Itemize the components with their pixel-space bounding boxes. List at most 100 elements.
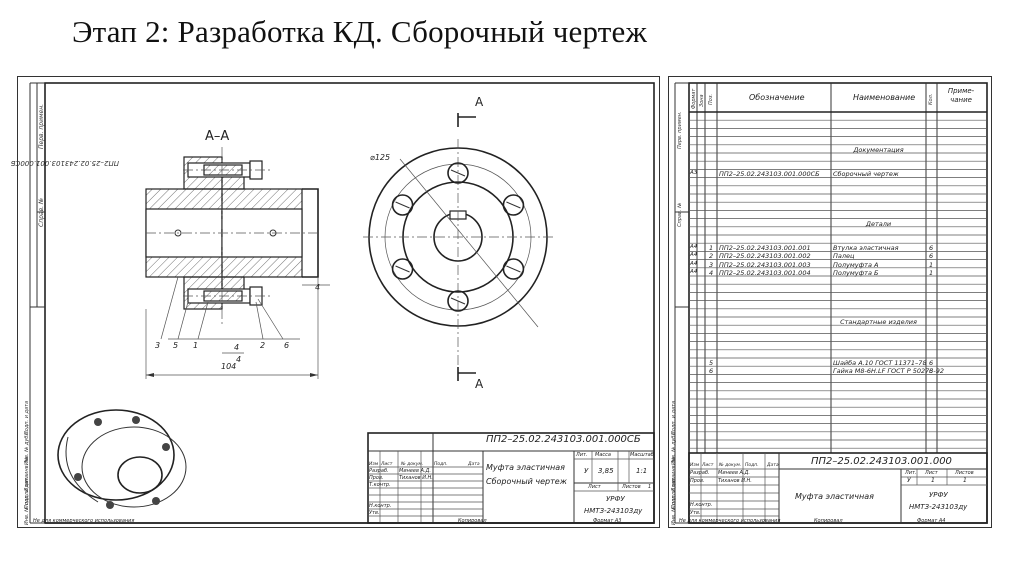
stamp-role: Т.контр. (369, 482, 391, 488)
stamp-scale-value: 1:1 (636, 467, 648, 475)
bolt-slot (450, 169, 466, 177)
stamp-sheet-value: 1 (931, 477, 935, 484)
stamp-header: № докум. (401, 462, 424, 467)
stamp-org-2: НМТЗ-243103ду (584, 507, 643, 515)
bolt-head (391, 194, 414, 216)
stamp-name-2: Сборочный чертеж (486, 477, 567, 486)
spec-row-name: Палец (833, 252, 855, 261)
slide-title: Этап 2: Разработка КД. Сборочный чертеж (72, 14, 648, 49)
spec-row-code: ПП2–25.02.243103.001.002 (719, 252, 811, 261)
stamp-sheets-value: 1 (648, 484, 652, 490)
stamp-header: № докум. (719, 463, 742, 468)
stamp-person: Тиханов И.Н. (718, 478, 752, 484)
stamp-copied: Копировал (458, 518, 487, 524)
spec-row-quantity: 1 (929, 260, 934, 269)
spec-header: Наименование (853, 93, 916, 102)
spec-row-position: 4 (709, 268, 714, 277)
leader-number: 5 (173, 341, 179, 350)
stamp-sheets-label: Листов (955, 470, 974, 476)
spec-row-name: Полумуфта Б (833, 268, 879, 277)
spec-section-title: Документация (853, 145, 904, 154)
stamp-copied: Копировал (814, 518, 843, 524)
spec-header: Приме-чание (947, 87, 975, 104)
stamp-org-1: УРФУ (606, 495, 625, 503)
stamp-person: Минеев А.Д. (399, 468, 432, 474)
spec-row-position: 5 (709, 359, 714, 367)
stamp-person: Тиханов И.Н. (399, 475, 433, 481)
section-label: А–А (205, 129, 230, 144)
stamp-name-1: Муфта эластичная (486, 463, 565, 472)
spec-header: Формат (691, 88, 697, 109)
spec-stamp-name: Муфта эластичная (795, 492, 874, 501)
spec-row-name: Полумуфта А (833, 260, 879, 269)
diameter-label: ⌀125 (370, 153, 391, 162)
spec-row-code: ПП2–25.02.243103.001.001 (719, 244, 811, 253)
specification-sheet: Перв. примен. Справ. № Подп. и дата Инв.… (668, 76, 992, 528)
stamp-format: Формат А4 (917, 518, 946, 524)
bolt-head (502, 194, 525, 216)
dimension-small: 4 (234, 343, 240, 352)
spec-header: Поз. (708, 93, 714, 105)
spec-header: Обозначение (749, 93, 805, 102)
stamp-role: Разраб. (369, 468, 389, 474)
bolt-head (447, 290, 469, 312)
stamp-sheet-label: Лист (588, 484, 601, 490)
spec-row-quantity: 6 (929, 252, 934, 261)
stamp-format: Формат А3 (593, 518, 622, 524)
spec-row-name: Гайка М8-6Н.LF ГОСТ Р 50273-92 (833, 367, 945, 376)
stamp-header: Дата (767, 463, 779, 468)
spec-header: Кол. (928, 93, 934, 105)
assembly-drawing-graphics (29, 82, 655, 524)
spec-row-code: ПП2–25.02.243103.001.004 (719, 268, 811, 277)
stamp-header: Лист (381, 462, 393, 467)
stamp-mass-label: Масса (595, 452, 611, 458)
leader-number-right: 4 (315, 283, 321, 292)
bolt-slot (506, 201, 521, 209)
stamp-mass-value: 3,85 (598, 467, 614, 475)
stamp-header: Лист (702, 463, 714, 468)
bolt-head (447, 162, 469, 184)
bolt-head (391, 258, 414, 280)
spec-section-title: Стандартные изделия (840, 318, 917, 326)
spec-row-position: 3 (709, 260, 714, 269)
title-block (45, 432, 655, 524)
bolt-slot (450, 297, 466, 305)
stamp-role: Пров. (369, 475, 384, 481)
dimension-overall: 104 (221, 362, 237, 371)
stamp-lit-label: Лит. (576, 452, 588, 458)
stamp-sheets-label: Листов (622, 484, 641, 490)
leader-number: 4 (236, 355, 242, 364)
spec-row-position: 1 (709, 244, 714, 253)
stamp-role: Разраб. (690, 470, 710, 476)
section-view (145, 147, 330, 379)
bolt-slot (506, 265, 521, 273)
leader-number: 1 (193, 341, 199, 350)
stamp-lit-value: У (907, 477, 911, 484)
spec-org-2: НМТЗ-243103ду (909, 503, 968, 511)
spec-row-quantity: 6 (929, 244, 934, 253)
spec-row-position: 2 (709, 252, 714, 261)
stamp-header: Изм (690, 463, 700, 468)
spec-org-1: УРФУ (929, 491, 948, 499)
view-label-bottom: А (475, 377, 484, 391)
assembly-drawing-sheet: Перв. примен. Справ. № Подп. и дата Инв.… (11, 76, 660, 528)
spec-row-quantity: 1 (929, 268, 934, 277)
stamp-role: Н.контр. (690, 502, 713, 508)
leader-number: 3 (155, 341, 161, 350)
spec-row-quantity: 6 (929, 367, 934, 376)
stamp-role: Утв. (690, 510, 701, 516)
spec-row-format: А4 (690, 268, 698, 275)
spec-row-name: Сборочный чертеж (833, 170, 899, 179)
view-label-top: А (475, 95, 484, 109)
stamp-sheets-value: 1 (963, 477, 967, 484)
spec-row-code: ПП2–25.02.243103.001.003 (719, 260, 811, 269)
spec-stamp-code: ПП2–25.02.243103.001.000 (811, 456, 952, 467)
spec-row-position: 6 (709, 367, 714, 376)
stamp-code: ПП2–25.02.243103.001.000СБ (486, 434, 641, 445)
bolt-holes (391, 162, 525, 312)
bolt-head (502, 258, 525, 280)
spec-section-title: Детали (865, 219, 892, 228)
footer-note: Не для коммерческого использования (33, 518, 135, 524)
front-view (363, 113, 553, 381)
spec-row-format: А4 (690, 252, 698, 259)
